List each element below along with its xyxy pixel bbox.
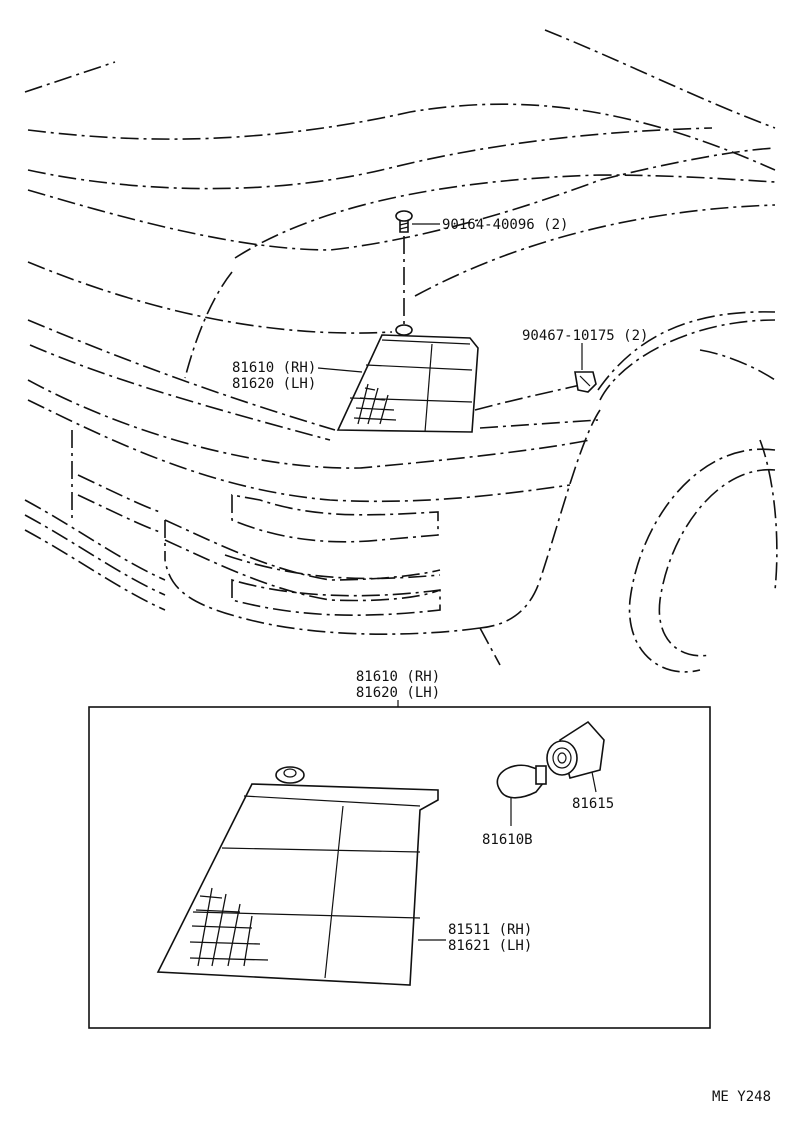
lamp-assy-lh-callout: 81620 (LH) (232, 376, 316, 392)
detail-box (88, 706, 711, 1029)
corner-lamp-detail (156, 766, 439, 986)
socket-callout: 81615 (572, 796, 614, 812)
socket-icon (546, 720, 605, 779)
bulb-callout: 81610B (482, 832, 533, 848)
car-body-outline (24, 29, 778, 673)
lamp-assy-rh-callout: 81610 (RH) (232, 360, 316, 376)
corner-lamp-installed (336, 324, 479, 433)
detail-header-lh: 81620 (LH) (356, 685, 440, 701)
lens-rh-callout: 81511 (RH) (448, 922, 532, 938)
socket-top-callout: 90467-10175 (2) (522, 328, 648, 344)
bulb-icon (496, 764, 547, 799)
screw-icon (395, 210, 413, 233)
lamp-assy-leader (317, 367, 363, 373)
screw-callout: 90164-40096 (2) (442, 217, 568, 233)
socket-leader (591, 771, 597, 793)
clip-icon (574, 371, 597, 393)
detail-header-rh: 81610 (RH) (356, 669, 440, 685)
figure-code: ME Y248 (712, 1089, 771, 1105)
lens-lh-callout: 81621 (LH) (448, 938, 532, 954)
